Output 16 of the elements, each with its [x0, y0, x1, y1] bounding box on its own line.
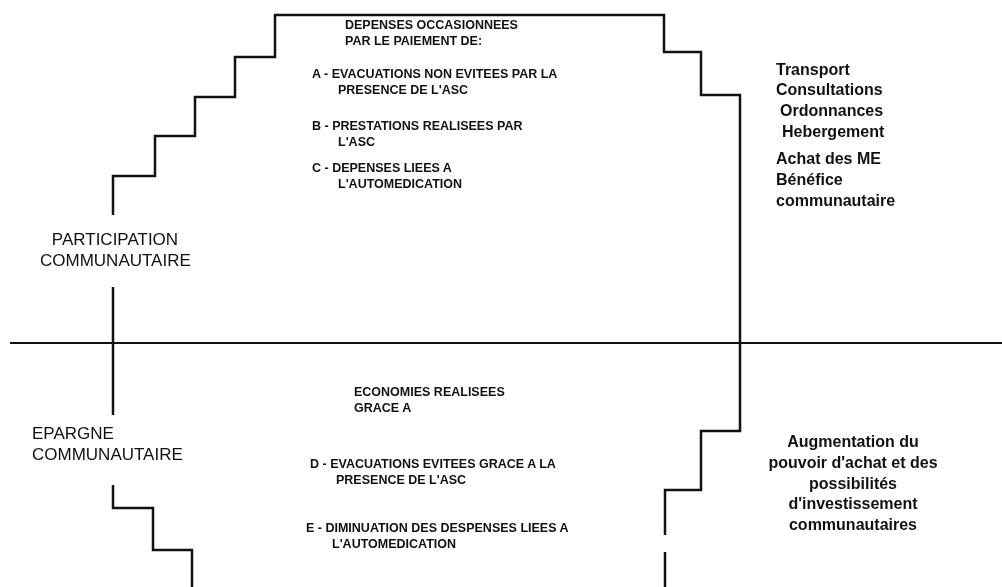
- list-item: Consultations: [776, 80, 884, 100]
- item-text: C - DEPENSES LIEES A L'AUTOMEDICATION: [312, 160, 464, 193]
- item-text: E - DIMINUATION DES DESPENSES LIEES A L'AUTOMEDICATION: [306, 520, 570, 553]
- section-label: PARTICIPATION COMMUNAUTAIRE: [40, 229, 190, 272]
- item-text: B - PRESTATIONS REALISEES PAR L'ASC: [312, 118, 524, 151]
- note-text: Augmentation du pouvoir d'achat et des possibilités d'investissement communautaires: [768, 432, 938, 536]
- item-text: A - EVACUATIONS NON EVITEES PAR LA PRESENCE DE L'ASC: [312, 66, 558, 99]
- item-text: D - EVACUATIONS EVITEES GRACE A LA PRESENCE DE L'ASC: [310, 456, 557, 489]
- list-item: Achat des ME: [776, 149, 882, 169]
- list-item: Bénéfice communautaire: [776, 170, 896, 211]
- heading-text: DEPENSES OCCASIONNEES PAR LE PAIEMENT DE:: [345, 17, 519, 50]
- section-label: EPARGNE COMMUNAUTAIRE: [32, 423, 184, 466]
- heading-text: ECONOMIES REALISEES GRACE A: [354, 384, 506, 417]
- list-item: Transport: [776, 60, 851, 80]
- list-item: Hebergement: [782, 122, 886, 142]
- list-item: Ordonnances: [780, 101, 885, 121]
